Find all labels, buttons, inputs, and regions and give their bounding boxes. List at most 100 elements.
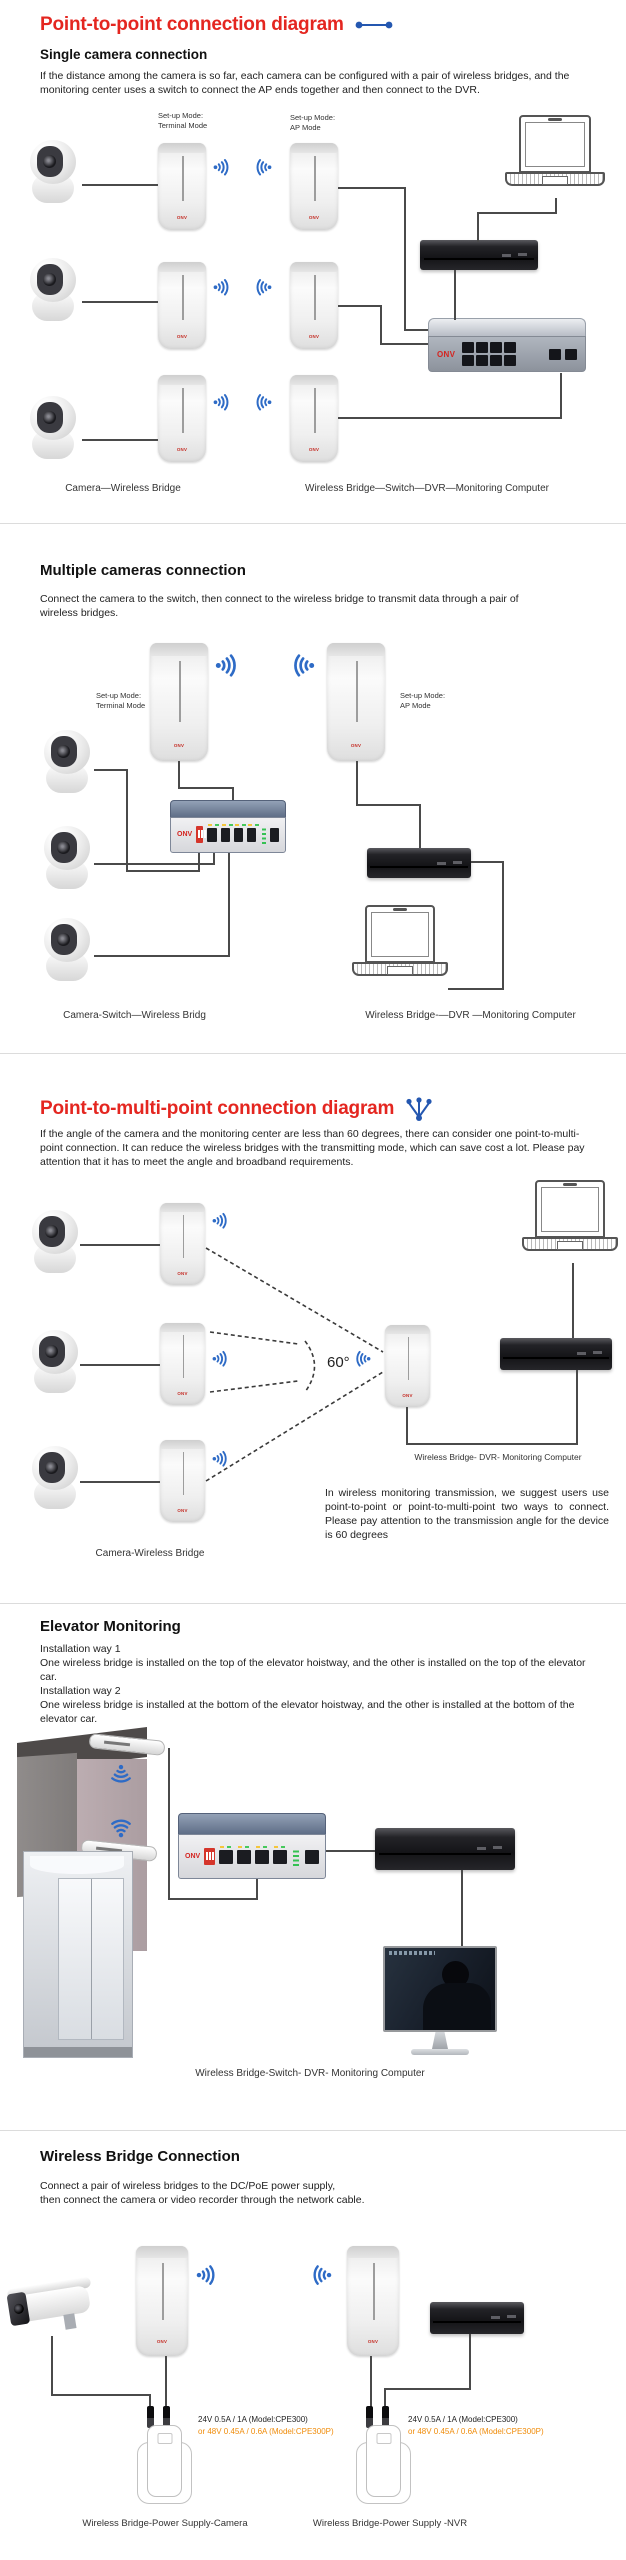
- cable-line: [213, 853, 215, 865]
- wifi-signal-icon: [212, 1350, 227, 1367]
- laptop-keyboard: [522, 1237, 618, 1251]
- ptz-camera: [26, 1330, 84, 1393]
- caption-bridge-dvr-computer: Wireless Bridge- DVR- Monitoring Compute…: [414, 1452, 582, 1462]
- cable-line: [198, 853, 200, 872]
- cable-line: [384, 2388, 386, 2410]
- brand-logo: ONV: [402, 1392, 413, 1398]
- monitor-stand: [432, 2032, 448, 2049]
- cable-line: [419, 804, 421, 848]
- cable-line: [80, 1364, 160, 1366]
- laptop-keyboard: [505, 172, 605, 186]
- wifi-signal-icon: [256, 278, 272, 296]
- camera-lens: [45, 1345, 58, 1358]
- switch-front: ONV: [178, 1834, 326, 1879]
- monitoring-display: [383, 1946, 497, 2055]
- caption-bridge-psu-nvr: Wireless Bridge-Power Supply -NVR: [312, 2518, 468, 2529]
- wifi-signal-icon: [215, 654, 236, 677]
- section-title-elevator: Elevator Monitoring: [40, 1618, 181, 1635]
- section-body-text: Connect a pair of wireless bridges to th…: [40, 2180, 365, 2206]
- wifi-signal-icon: [213, 278, 229, 296]
- brand-logo: ONV: [176, 334, 188, 340]
- section-title-point-to-multipoint: Point-to-multi-point connection diagram: [40, 1096, 434, 1122]
- elevator-car: [23, 1851, 133, 2058]
- brand-logo: ONV: [308, 334, 320, 340]
- wireless-bridge-ap-central: ONV: [385, 1325, 430, 1407]
- ptz-camera: [24, 140, 82, 203]
- wifi-signal-icon: [111, 1764, 131, 1783]
- nvr: [430, 2302, 524, 2334]
- monitoring-laptop: [352, 905, 448, 976]
- caption-camera-switch-bridge: Camera-Switch—Wireless Bridg: [63, 1010, 206, 1021]
- wireless-bridge-terminal: ONV: [160, 1323, 205, 1405]
- power-adapter: [147, 2425, 182, 2497]
- ptz-camera: [38, 918, 96, 981]
- brand-logo: ONV: [177, 1270, 188, 1276]
- brand-logo: ONV: [173, 743, 185, 749]
- cable-line: [228, 853, 230, 957]
- cable-line: [370, 2356, 372, 2410]
- cable-line: [149, 2394, 151, 2410]
- switch-top: [170, 800, 286, 817]
- brand-logo: ONV: [176, 215, 188, 221]
- monitor-base: [411, 2049, 469, 2055]
- dip-switch: [204, 1848, 216, 1866]
- power-supply: [355, 2406, 413, 2508]
- brand-logo: ONV: [177, 1507, 188, 1513]
- cable-line: [356, 804, 420, 806]
- cable-line: [471, 861, 503, 863]
- cable-line: [80, 1244, 160, 1246]
- cable-line: [82, 301, 158, 303]
- camera-bracket: [63, 2313, 77, 2330]
- switch-front: ONV: [170, 816, 286, 853]
- cable-line: [168, 1748, 170, 1900]
- dvr: [420, 240, 538, 270]
- camera-lens: [57, 841, 70, 854]
- cable-line: [576, 1370, 578, 1444]
- power-adapter: [366, 2425, 401, 2497]
- section-title-text: Point-to-point connection diagram: [40, 14, 344, 35]
- wifi-signal-icon: [213, 393, 229, 411]
- caption-bridge-psu-camera: Wireless Bridge-Power Supply-Camera: [82, 2518, 248, 2529]
- wireless-bridge-ap: ONV: [290, 262, 338, 349]
- power-supply: [136, 2406, 194, 2508]
- uplink-port: [269, 827, 279, 842]
- ptz-camera: [24, 396, 82, 459]
- brand-logo: ONV: [177, 831, 193, 839]
- laptop-screen: [365, 905, 435, 963]
- section-divider: [0, 1603, 626, 1604]
- ptz-camera: [26, 1446, 84, 1509]
- ptz-camera: [38, 730, 96, 793]
- cable-line: [94, 769, 128, 771]
- section-body-text: Connect the camera to the switch, then c…: [40, 593, 519, 619]
- brand-logo: ONV: [308, 447, 320, 453]
- switch-top: [428, 318, 586, 336]
- cable-line: [94, 955, 230, 957]
- section-title-point-to-point: Point-to-point connection diagram: [40, 14, 394, 36]
- cable-line: [80, 1481, 160, 1483]
- caption-bridge-switch-dvr-computer: Wireless Bridge-Switch- DVR- Monitoring …: [195, 2068, 425, 2079]
- cable-line: [256, 1879, 258, 1900]
- power-plug: [382, 2406, 389, 2428]
- wireless-bridge-terminal: ONV: [158, 375, 206, 462]
- camera-lens: [57, 933, 70, 946]
- cable-line: [572, 1263, 574, 1338]
- cable-line: [461, 1870, 463, 1946]
- laptop-keyboard: [352, 962, 448, 976]
- wireless-bridge: ONV: [136, 2246, 188, 2356]
- cable-line: [326, 1850, 375, 1852]
- camera-lens: [43, 155, 56, 168]
- transmission-beams: [205, 1247, 384, 1482]
- camera-lens: [57, 745, 70, 758]
- brand-logo: ONV: [308, 215, 320, 221]
- laptop-screen: [519, 115, 591, 173]
- cable-line: [477, 212, 557, 214]
- cable-line: [126, 769, 128, 872]
- cable-line: [338, 417, 562, 419]
- poe-switch: ONV: [178, 1813, 326, 1879]
- installation-instructions: Installation way 1 One wireless bridge i…: [40, 1643, 588, 1727]
- uplink-ports: [549, 348, 577, 360]
- wireless-bridge-terminal: ONV: [150, 643, 208, 761]
- wireless-bridge-terminal: ONV: [160, 1440, 205, 1522]
- caption-camera-bridge: Camera—Wireless Bridge: [65, 483, 181, 494]
